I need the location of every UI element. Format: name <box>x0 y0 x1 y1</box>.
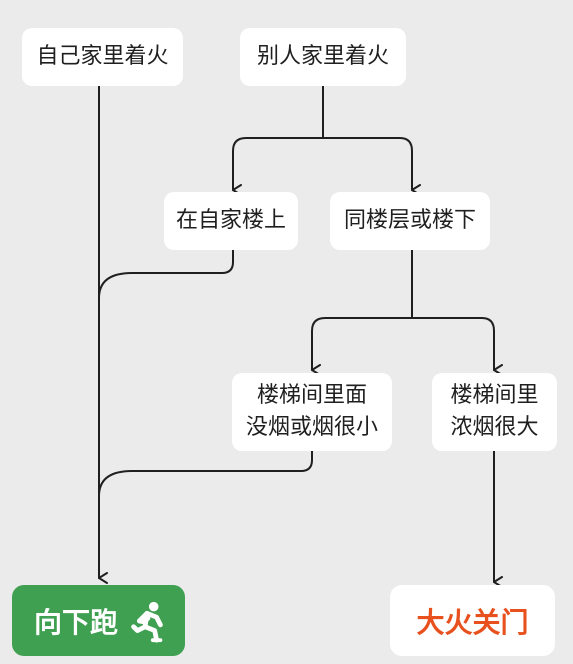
result-run-down: 向下跑 <box>12 585 185 656</box>
node-stairwell-heavy-smoke-line-2: 浓烟很大 <box>450 415 539 440</box>
node-own-home-fire-label: 自己家里着火 <box>36 44 169 70</box>
result-close-door-label: 大火关门 <box>416 605 529 639</box>
edge-upstairs-to-run <box>98 249 234 299</box>
running-person-icon <box>131 601 163 643</box>
node-other-home-fire-label: 别人家里着火 <box>256 44 389 70</box>
edge-clear-to-run <box>98 450 313 497</box>
edge-samefloor-to-clear <box>311 317 413 376</box>
node-same-floor-or-below-label: 同楼层或楼下 <box>343 208 476 234</box>
edge-samefloor-to-heavy <box>411 317 503 376</box>
edge-other-to-samefloor <box>322 137 421 196</box>
edge-other-to-upstairs <box>232 137 324 196</box>
node-upstairs-of-fire: 在自家楼上 <box>164 192 298 250</box>
result-close-door: 大火关门 <box>390 585 555 656</box>
node-stairwell-heavy-smoke: 楼梯间里 浓烟很大 <box>432 373 557 451</box>
node-upstairs-of-fire-label: 在自家楼上 <box>175 208 286 234</box>
result-run-down-label: 向下跑 <box>34 605 119 639</box>
node-stairwell-clear: 楼梯间里面 没烟或烟很小 <box>232 373 392 451</box>
node-same-floor-or-below: 同楼层或楼下 <box>330 192 490 250</box>
node-own-home-fire: 自己家里着火 <box>22 28 183 86</box>
node-stairwell-clear-line-1: 楼梯间里面 <box>256 383 367 409</box>
node-stairwell-clear-line-2: 没烟或烟很小 <box>245 415 378 440</box>
node-stairwell-heavy-smoke-line-1: 楼梯间里 <box>450 383 539 409</box>
node-other-home-fire: 别人家里着火 <box>240 28 406 86</box>
